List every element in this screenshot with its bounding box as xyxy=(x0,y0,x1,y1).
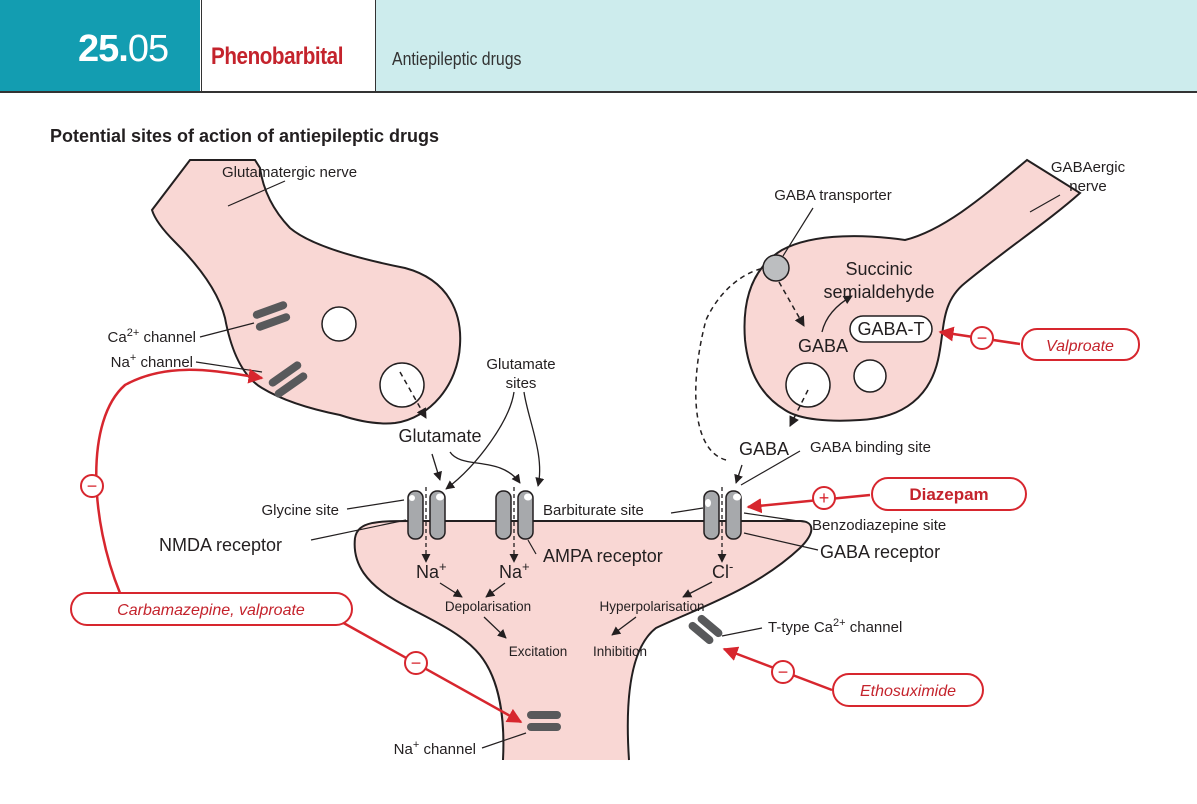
label-gaba-cleft: GABA xyxy=(739,439,789,459)
drug-label-ethosuximide: Ethosuximide xyxy=(860,683,956,700)
label-glutamatergic-nerve: Glutamatergic nerve xyxy=(222,164,357,181)
label-na-ion-ampa: Na+ xyxy=(499,559,530,582)
vesicle-fusing xyxy=(379,362,425,408)
chapter-number-box: 25.05 xyxy=(0,0,200,91)
label-gaba-receptor: GABA receptor xyxy=(820,542,940,562)
drug-class: Antiepileptic drugs xyxy=(392,49,522,69)
svg-text:+: + xyxy=(819,488,830,508)
glutamatergic-leader xyxy=(227,180,286,207)
label-gaba-t: GABA-T xyxy=(857,319,924,339)
drug-label-carbamazepine-valproate: Carbamazepine, valproate xyxy=(117,602,305,619)
label-depolarisation: Depolarisation xyxy=(445,599,531,614)
gaba-t-box xyxy=(849,315,933,343)
svg-text:−: − xyxy=(977,328,988,348)
label-hyperpolarisation: Hyperpolarisation xyxy=(599,599,704,614)
na-channel-postsynaptic xyxy=(527,711,561,731)
label-glycine-site: Glycine site xyxy=(261,502,339,519)
ca-channel xyxy=(252,301,291,331)
na-channel-presynaptic xyxy=(268,361,308,398)
label-glutamate: Glutamate xyxy=(398,426,481,446)
label-barbiturate-site: Barbiturate site xyxy=(543,502,644,519)
ampa-receptor xyxy=(495,490,534,540)
label-cl-ion: Cl- xyxy=(712,559,733,582)
label-gabaergic-nerve: GABAergic xyxy=(1051,159,1126,176)
gaba-receptor xyxy=(703,490,742,540)
gaba-reuptake-arrow xyxy=(695,267,766,461)
vesicle xyxy=(853,359,887,393)
figure-title: Potential sites of action of antiepilept… xyxy=(50,126,440,146)
gaba-transporter-leader xyxy=(782,207,814,257)
label-semialdehyde: semialdehyde xyxy=(823,282,934,302)
svg-text:−: − xyxy=(778,662,789,682)
page-header: 25.05 Phenobarbital Antiepileptic drugs xyxy=(0,0,1197,93)
t-type-ca-channel xyxy=(688,614,723,645)
nmda-receptor xyxy=(407,490,446,540)
label-benzodiazepine-site: Benzodiazepine site xyxy=(812,517,946,534)
label-t-type-channel: T-type Ca2+ channel xyxy=(768,617,902,636)
chapter-number: 25.05 xyxy=(78,28,169,70)
svg-text:−: − xyxy=(87,476,98,496)
label-ca-channel: Ca2+ channel xyxy=(108,327,196,346)
svg-text:−: − xyxy=(411,653,422,673)
label-na-channel-bottom: Na+ channel xyxy=(394,739,476,758)
label-gaba-transporter: GABA transporter xyxy=(774,187,892,204)
header-divider xyxy=(0,91,1197,93)
vesicle-fusing xyxy=(785,362,831,408)
carbamazepine-valproate-inhibition: − − xyxy=(70,368,523,724)
label-excitation: Excitation xyxy=(509,644,568,659)
label-na-ion-nmda: Na+ xyxy=(416,559,447,582)
label-glutamate-sites-line2: sites xyxy=(506,375,537,392)
drug-class-box: Antiepileptic drugs xyxy=(376,0,1197,91)
valproate-inhibition: − xyxy=(938,326,1140,361)
drug-label-valproate: Valproate xyxy=(1046,338,1114,355)
ethosuximide-inhibition: − xyxy=(722,646,984,707)
diazepam-enhancement: + xyxy=(746,477,1027,514)
drug-name: Phenobarbital xyxy=(211,43,344,70)
gaba-transporter xyxy=(762,254,790,282)
label-glutamate-sites: Glutamate xyxy=(486,356,555,373)
gaba-release-arrow xyxy=(789,389,809,427)
label-na-channel: Na+ channel xyxy=(111,352,193,371)
drug-name-box: Phenobarbital xyxy=(201,0,377,91)
label-ampa-receptor: AMPA receptor xyxy=(543,546,663,566)
label-nmda-receptor: NMDA receptor xyxy=(159,535,282,555)
gabaergic-terminal xyxy=(743,158,1082,422)
label-succinic: Succinic xyxy=(845,259,912,279)
label-gaba-binding-site: GABA binding site xyxy=(810,439,931,456)
glutamatergic-terminal xyxy=(150,159,462,425)
drug-label-diazepam: Diazepam xyxy=(909,485,988,504)
vesicle xyxy=(321,306,357,342)
label-gabaergic-nerve-line2: nerve xyxy=(1069,178,1107,195)
label-gaba-terminal: GABA xyxy=(798,336,848,356)
postsynaptic-neuron xyxy=(354,520,812,760)
gabaergic-leader xyxy=(1029,194,1061,213)
label-inhibition: Inhibition xyxy=(593,644,647,659)
